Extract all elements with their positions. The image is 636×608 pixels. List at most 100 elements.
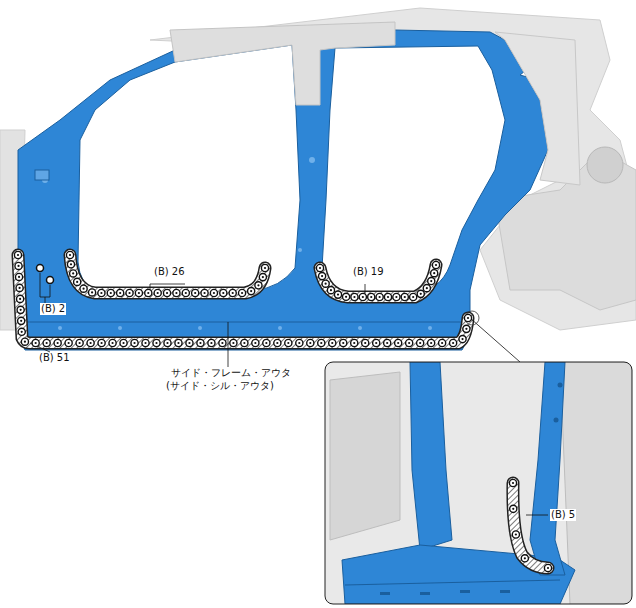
callout-number: (B) 19 <box>352 266 385 278</box>
callout-number: (B) 26 <box>153 266 186 278</box>
weld-spot-center <box>419 342 421 344</box>
part-name: サイド・フレーム・アウタ <box>170 367 292 379</box>
weld-spot-center <box>330 289 332 291</box>
weld-spot <box>316 264 323 271</box>
weld-spot-center <box>177 342 179 344</box>
weld-spot <box>18 317 25 324</box>
weld-spot-center <box>420 293 422 295</box>
weld-spot-center <box>185 292 187 294</box>
weld-spot-center <box>345 296 347 298</box>
weld-spot <box>384 293 391 300</box>
weld-spot-center <box>512 508 514 510</box>
callout-number: (B) 2 <box>40 303 66 315</box>
weld-spot <box>373 339 380 346</box>
weld-spot-center <box>524 557 526 559</box>
weld-spot-center <box>298 342 300 344</box>
weld-spot <box>296 339 303 346</box>
weld-spot-center <box>461 338 463 340</box>
weld-spot <box>439 339 446 346</box>
weld-spot <box>208 339 215 346</box>
weld-spot-center <box>138 292 140 294</box>
weld-spot-center <box>203 292 205 294</box>
weld-spot-center <box>91 291 93 293</box>
weld-spot-center <box>122 342 124 344</box>
weld-spot-center <box>166 342 168 344</box>
weld-spot <box>120 339 127 346</box>
weld-spot <box>285 339 292 346</box>
weld-spot-center <box>72 272 74 274</box>
weld-spot <box>18 328 25 335</box>
weld-spot <box>261 264 268 271</box>
weld-spot <box>459 335 466 342</box>
weld-spot-center <box>412 296 414 298</box>
weld-spot-center <box>69 254 71 256</box>
weld-spot <box>220 289 227 296</box>
weld-spot-center <box>110 292 112 294</box>
weld-spot-center <box>76 281 78 283</box>
weld-spot <box>463 325 470 332</box>
weld-spot-center <box>147 292 149 294</box>
weld-spot <box>66 251 73 258</box>
weld-spot-center <box>342 342 344 344</box>
weld-spot <box>401 293 408 300</box>
weld-spot-center <box>375 342 377 344</box>
weld-spot <box>98 339 105 346</box>
weld-spot <box>74 278 81 285</box>
weld-spot-center <box>404 296 406 298</box>
weld-spot <box>65 339 72 346</box>
weld-spot-center <box>20 320 22 322</box>
weld-spot <box>351 293 358 300</box>
weld-spot <box>512 531 519 538</box>
weld-spot-center <box>221 342 223 344</box>
weld-spot <box>351 339 358 346</box>
weld-spot-center <box>395 296 397 298</box>
weld-spot <box>376 293 383 300</box>
weld-spot <box>359 293 366 300</box>
weld-spot <box>329 339 336 346</box>
weld-spot <box>80 285 87 292</box>
weld-spot <box>87 339 94 346</box>
weld-spot <box>342 293 349 300</box>
weld-spot-center <box>512 482 514 484</box>
weld-spot-center <box>265 342 267 344</box>
weld-spot-center <box>199 342 201 344</box>
weld-spot-center <box>241 292 243 294</box>
weld-spot-center <box>452 342 454 344</box>
weld-spot <box>428 339 435 346</box>
weld-spot <box>163 289 170 296</box>
weld-spot <box>255 282 262 289</box>
weld-spot-center <box>250 290 252 292</box>
weld-spot-center <box>435 264 437 266</box>
weld-spot-center <box>264 267 266 269</box>
weld-spot-center <box>319 267 321 269</box>
weld-spot <box>131 339 138 346</box>
weld-spot <box>54 339 61 346</box>
weld-spot-center <box>194 292 196 294</box>
weld-spot <box>182 289 189 296</box>
weld-spot <box>15 273 22 280</box>
weld-spot-center <box>46 342 48 344</box>
weld-spot-center <box>370 296 372 298</box>
callout-number: (B) 5 <box>550 509 576 521</box>
weld-spot-center <box>262 276 264 278</box>
weld-spot <box>318 339 325 346</box>
weld-spot-center <box>430 342 432 344</box>
weld-spot <box>393 293 400 300</box>
weld-spot-center <box>155 342 157 344</box>
weld-spot <box>428 277 435 284</box>
weld-spot-center <box>144 342 146 344</box>
weld-spot <box>142 339 149 346</box>
weld-spot <box>384 339 391 346</box>
weld-spot <box>417 339 424 346</box>
weld-spot-center <box>17 265 19 267</box>
weld-spot <box>173 289 180 296</box>
weld-spot-center <box>210 342 212 344</box>
weld-spot <box>153 339 160 346</box>
weld-spot-center <box>79 342 81 344</box>
weld-spot <box>322 280 329 287</box>
weld-spot <box>21 338 28 345</box>
weld-spot-center <box>175 292 177 294</box>
weld-spot-center <box>232 292 234 294</box>
weld-spot-center <box>24 341 26 343</box>
weld-spot <box>509 479 516 486</box>
